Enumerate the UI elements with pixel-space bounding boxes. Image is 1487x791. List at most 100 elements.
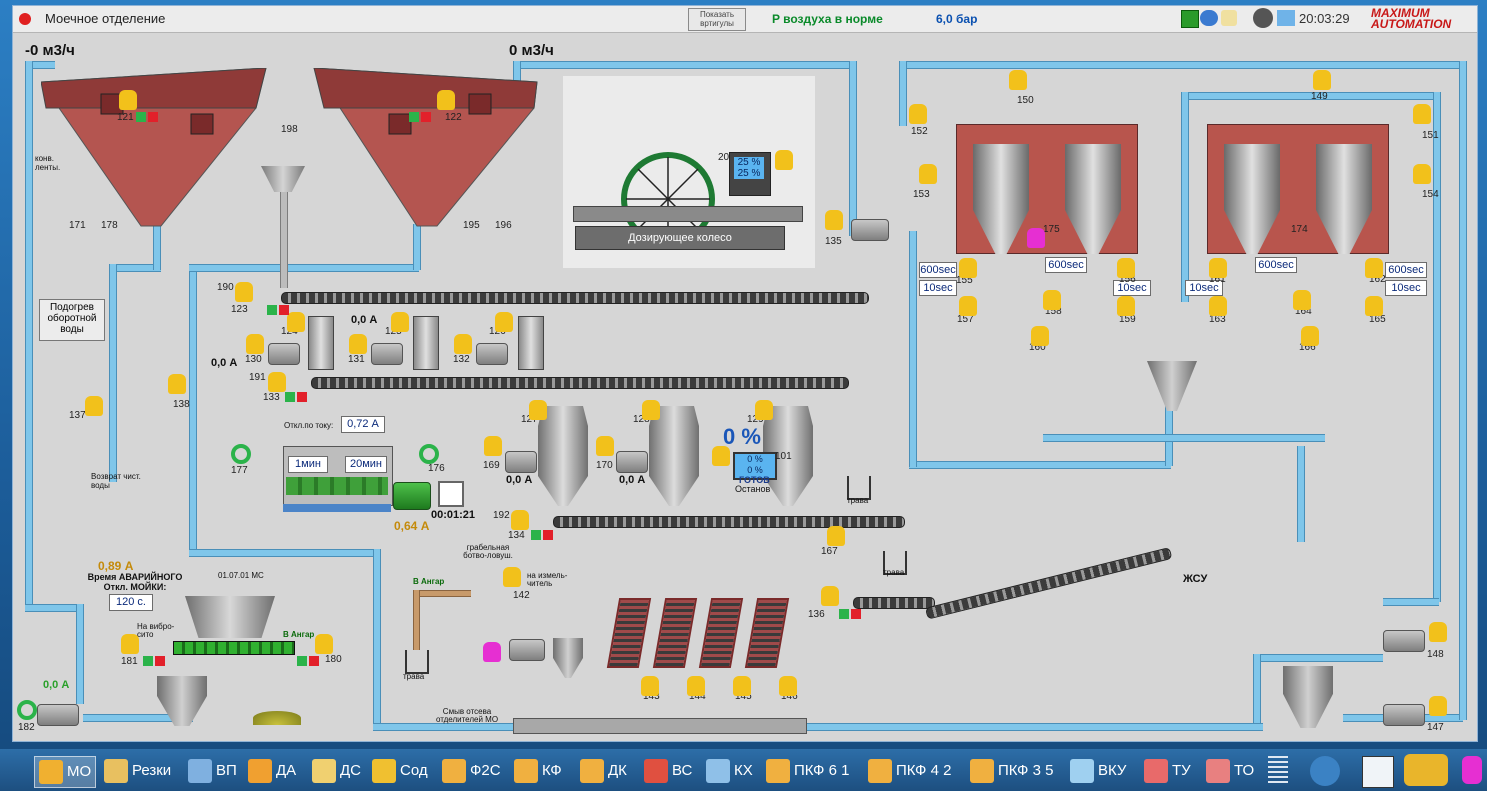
otkl-value[interactable]: 0,72 А [341, 416, 385, 433]
taskbar-item-pkf35[interactable]: ПКФ 3 5 [970, 756, 1053, 786]
taskbar-item-da[interactable]: ДА [248, 756, 296, 786]
taskbar-item-pkf42[interactable]: ПКФ 4 2 [868, 756, 951, 786]
manual-hand-icon[interactable] [529, 400, 547, 420]
manual-hand-icon[interactable] [1043, 290, 1061, 310]
manual-hand-icon[interactable] [484, 436, 502, 456]
start-stop-control[interactable] [531, 530, 553, 540]
taskbar-item-rezki[interactable]: Резки [104, 756, 171, 786]
manual-hand-icon[interactable] [1429, 622, 1447, 642]
start-stop-control[interactable] [136, 112, 158, 122]
taskbar-item-ds[interactable]: ДС [312, 756, 361, 786]
pink-hand-icon[interactable] [1027, 228, 1045, 248]
timer-10-a[interactable]: 10sec [919, 280, 957, 296]
timer-20min[interactable]: 20мин [345, 456, 387, 473]
motor-131[interactable] [371, 343, 403, 365]
manual-hand-icon[interactable] [1429, 696, 1447, 716]
taskbar-item-vku[interactable]: ВКУ [1070, 756, 1126, 786]
manual-hand-icon[interactable] [437, 90, 455, 110]
start-stop-control[interactable] [839, 609, 861, 619]
taskbar-item-to[interactable]: ТО [1206, 756, 1254, 786]
user-icon[interactable] [1221, 10, 1237, 26]
motor-130[interactable] [268, 343, 300, 365]
manual-hand-icon[interactable] [687, 676, 705, 696]
taskbar-item-vs[interactable]: ВС [644, 756, 692, 786]
manual-hand-icon[interactable] [919, 164, 937, 184]
manual-hand-icon[interactable] [755, 400, 773, 420]
pump-147[interactable] [1383, 704, 1425, 726]
refresh-icon[interactable] [231, 444, 251, 464]
taskbar-item-f2s[interactable]: Ф2С [442, 756, 501, 786]
manual-hand-icon[interactable] [779, 676, 797, 696]
manual-hand-icon[interactable] [1365, 258, 1383, 278]
dose-display[interactable]: 0 % 0 % [733, 452, 777, 480]
refresh-icon[interactable] [17, 700, 37, 720]
manual-hand-icon[interactable] [1117, 258, 1135, 278]
manual-hand-icon[interactable] [1413, 164, 1431, 184]
manual-hand-icon[interactable] [235, 282, 253, 302]
show-vertugi-button[interactable]: Показать вртигулы [688, 8, 746, 31]
manual-hand-icon[interactable] [511, 510, 529, 530]
manual-hand-icon[interactable] [1209, 258, 1227, 278]
manual-hand-icon[interactable] [246, 334, 264, 354]
timer-1min[interactable]: 1мин [288, 456, 328, 473]
podogrev-box[interactable]: Подогрев оборотной воды [39, 299, 105, 341]
avar-value[interactable]: 120 с. [109, 594, 153, 611]
pump-182[interactable] [37, 704, 79, 726]
manual-hand-icon[interactable] [827, 526, 845, 546]
manual-hand-icon[interactable] [1209, 296, 1227, 316]
taskbar-item-dk[interactable]: ДК [580, 756, 627, 786]
manual-hand-icon[interactable] [454, 334, 472, 354]
manual-hand-icon[interactable] [712, 446, 730, 466]
engineer-icon[interactable] [1404, 754, 1448, 786]
settings-icon[interactable] [1310, 756, 1340, 786]
manual-hand-icon[interactable] [775, 150, 793, 170]
start-stop-control[interactable] [297, 656, 319, 666]
operator-icon[interactable] [1253, 8, 1273, 28]
taskbar-item-kf[interactable]: КФ [514, 756, 562, 786]
timer-600-d[interactable]: 600sec [1385, 262, 1427, 278]
timer-600-a[interactable]: 600sec [919, 262, 957, 278]
send-icon[interactable] [1277, 10, 1295, 26]
motor-170[interactable] [616, 451, 648, 473]
taskbar-item-tu[interactable]: ТУ [1144, 756, 1191, 786]
pump-142[interactable] [509, 639, 545, 661]
taskbar-item-mo[interactable]: МО [34, 756, 97, 788]
manual-hand-icon[interactable] [495, 312, 513, 332]
timer-10-c[interactable]: 10sec [1185, 280, 1223, 296]
motor-169[interactable] [505, 451, 537, 473]
manual-hand-icon[interactable] [1313, 70, 1331, 90]
manual-hand-icon[interactable] [825, 210, 843, 230]
trend-icon[interactable] [1362, 756, 1394, 788]
taskbar-item-kh[interactable]: КХ [706, 756, 753, 786]
system-tray-icons[interactable] [1181, 8, 1297, 28]
dosing-display[interactable]: 25 % 25 % [729, 152, 771, 196]
manual-hand-icon[interactable] [1413, 104, 1431, 124]
more-icon[interactable] [1268, 756, 1288, 786]
pump-135[interactable] [851, 219, 889, 241]
manual-hand-icon[interactable] [959, 296, 977, 316]
manual-hand-icon[interactable] [85, 396, 103, 416]
manual-hand-icon[interactable] [349, 334, 367, 354]
start-stop-control[interactable] [143, 656, 165, 666]
manual-hand-icon[interactable] [1365, 296, 1383, 316]
manual-hand-icon[interactable] [168, 374, 186, 394]
manual-hand-icon[interactable] [315, 634, 333, 654]
manual-hand-icon[interactable] [287, 312, 305, 332]
manual-hand-icon[interactable] [119, 90, 137, 110]
manual-hand-icon[interactable] [391, 312, 409, 332]
start-stop-control[interactable] [267, 305, 289, 315]
plus-icon[interactable] [1181, 10, 1199, 28]
motor-green[interactable] [393, 482, 431, 510]
timer-600-b[interactable]: 600sec [1045, 257, 1087, 273]
timer-600-c[interactable]: 600sec [1255, 257, 1297, 273]
manual-hand-icon[interactable] [821, 586, 839, 606]
manual-hand-icon[interactable] [596, 436, 614, 456]
manual-hand-icon[interactable] [503, 567, 521, 587]
timer-10-b[interactable]: 10sec [1113, 280, 1151, 296]
manual-hand-icon[interactable] [733, 676, 751, 696]
taskbar-item-vp[interactable]: ВП [188, 756, 237, 786]
taskbar-item-sod[interactable]: Сод [372, 756, 428, 786]
manual-hand-icon[interactable] [641, 676, 659, 696]
manual-hand-icon[interactable] [1301, 326, 1319, 346]
manual-hand-icon[interactable] [959, 258, 977, 278]
